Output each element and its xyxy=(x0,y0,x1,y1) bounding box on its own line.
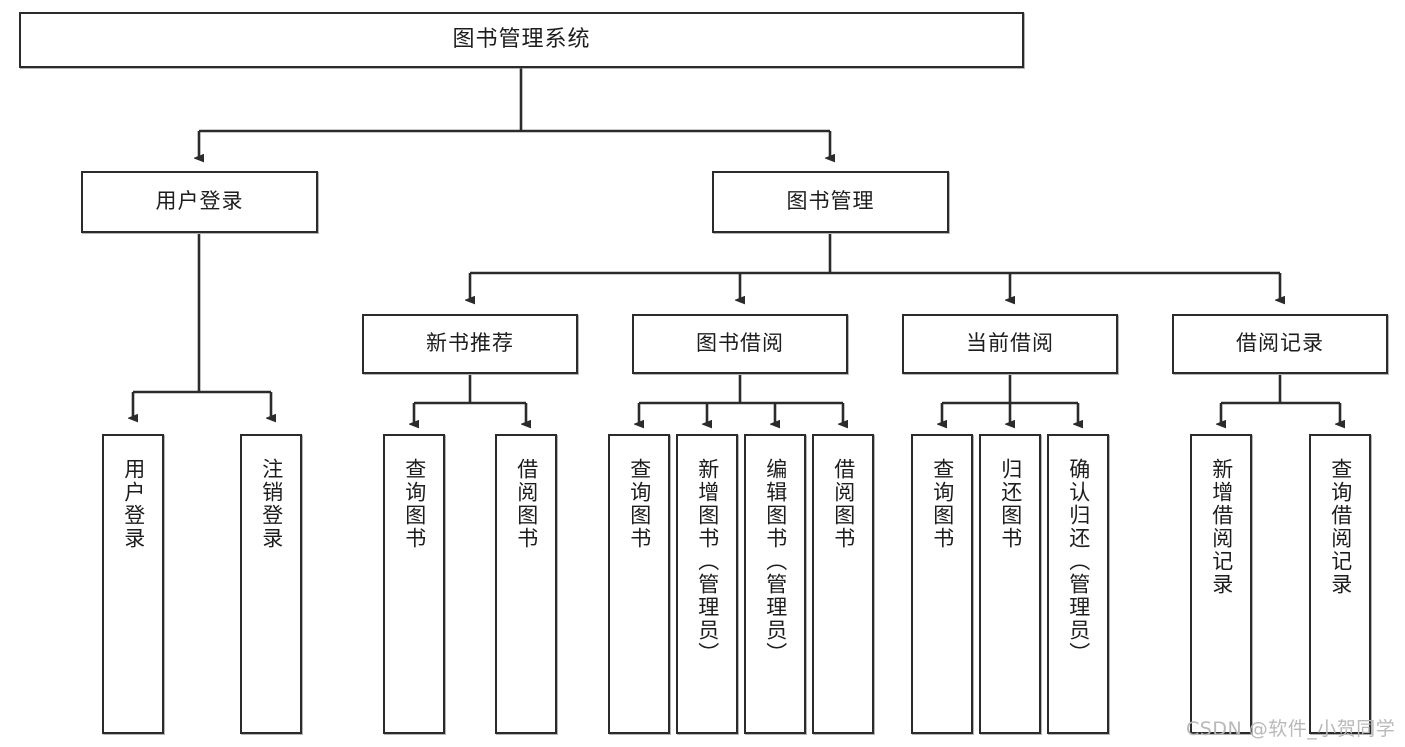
node-label: 图书借阅 xyxy=(696,331,784,356)
node-label: 用户登录 xyxy=(121,458,146,550)
node-label: 查询图书 xyxy=(930,458,955,550)
node-label: 新书推荐 xyxy=(426,331,514,356)
node-current-borrow[interactable]: 当前借阅 xyxy=(902,314,1118,374)
node-label: 查询图书 xyxy=(627,458,652,550)
node-new-book-recommend[interactable]: 新书推荐 xyxy=(362,314,578,374)
leaf-recommend-query-book[interactable]: 查询图书 xyxy=(383,434,445,734)
node-book-borrow[interactable]: 图书借阅 xyxy=(632,314,848,374)
node-label: 当前借阅 xyxy=(966,331,1054,356)
node-label: 查询借阅记录 xyxy=(1328,458,1353,596)
node-label: 图书管理系统 xyxy=(452,26,591,52)
node-label: 借阅图书 xyxy=(831,458,856,550)
leaf-recommend-borrow-book[interactable]: 借阅图书 xyxy=(495,434,557,734)
node-book-management[interactable]: 图书管理 xyxy=(712,171,949,233)
node-label: 借阅记录 xyxy=(1236,331,1324,356)
node-label: 归还图书 xyxy=(998,458,1023,550)
node-label: 借阅图书 xyxy=(514,458,539,550)
leaf-borrow-query-book[interactable]: 查询图书 xyxy=(608,434,670,734)
node-user-login[interactable]: 用户登录 xyxy=(81,171,318,233)
leaf-record-query-record[interactable]: 查询借阅记录 xyxy=(1309,434,1371,734)
leaf-record-add-record[interactable]: 新增借阅记录 xyxy=(1190,434,1252,734)
node-label: 编辑图书（管理员） xyxy=(763,458,788,665)
leaf-user-login-logout[interactable]: 注销登录 xyxy=(240,434,302,734)
node-label: 图书管理 xyxy=(786,189,875,214)
leaf-borrow-edit-book-admin[interactable]: 编辑图书（管理员） xyxy=(744,434,806,734)
leaf-user-login-login[interactable]: 用户登录 xyxy=(102,434,164,734)
node-borrow-record[interactable]: 借阅记录 xyxy=(1172,314,1388,374)
node-label: 确认归还（管理员） xyxy=(1066,458,1091,665)
leaf-borrow-borrow-book[interactable]: 借阅图书 xyxy=(812,434,874,734)
leaf-current-return-book[interactable]: 归还图书 xyxy=(979,434,1041,734)
node-label: 新增图书（管理员） xyxy=(695,458,720,665)
node-label: 新增借阅记录 xyxy=(1209,458,1234,596)
watermark-text: CSDN @软件_小贺同学 xyxy=(1186,718,1396,740)
node-label: 查询图书 xyxy=(402,458,427,550)
leaf-current-confirm-return-admin[interactable]: 确认归还（管理员） xyxy=(1047,434,1109,734)
node-label: 注销登录 xyxy=(259,458,284,550)
node-root-system[interactable]: 图书管理系统 xyxy=(19,12,1024,68)
leaf-current-query-book[interactable]: 查询图书 xyxy=(911,434,973,734)
node-label: 用户登录 xyxy=(155,189,244,214)
leaf-borrow-add-book-admin[interactable]: 新增图书（管理员） xyxy=(676,434,738,734)
